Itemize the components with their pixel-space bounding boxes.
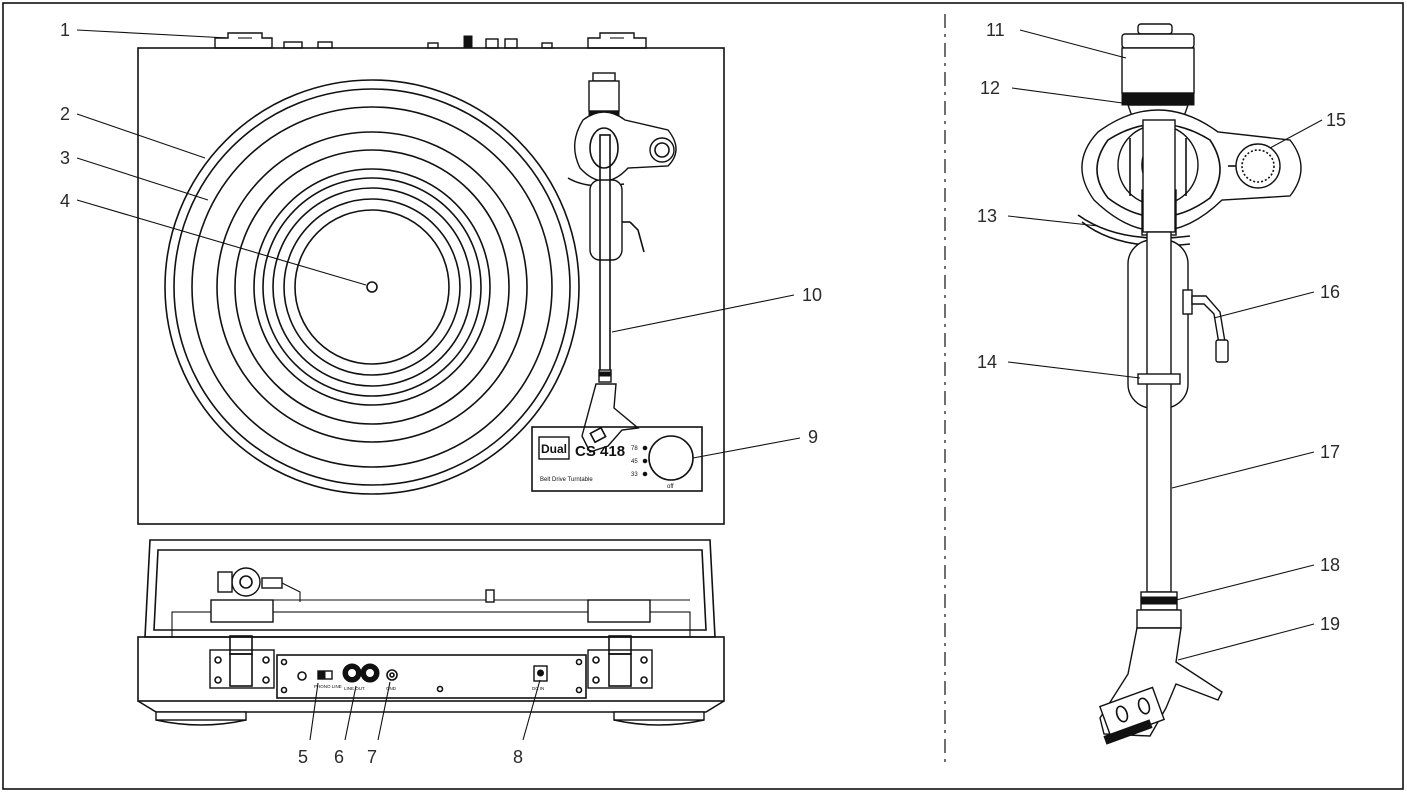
plinth [137, 47, 725, 525]
speed-33-label: 33 [631, 472, 638, 478]
callout-3: 3 [60, 148, 70, 168]
callout-13: 13 [977, 206, 997, 226]
headshell-lock-ring [1140, 596, 1178, 605]
spindle [366, 281, 378, 293]
line-out-label: LINE OUT [344, 686, 365, 691]
tracking-force-dial [1121, 92, 1195, 106]
arm-tube [1146, 231, 1172, 593]
brand-logo: Dual [541, 442, 567, 456]
callout-11: 11 [986, 20, 1005, 40]
foot-left [155, 711, 247, 721]
subtitle-label: Belt Drive Turntable [540, 477, 593, 483]
hinge-right [587, 32, 647, 49]
callout-17: 17 [1320, 442, 1340, 462]
rear-connectors-top [283, 35, 553, 49]
tonearm-rest [1077, 214, 1191, 239]
rear-view: PHONO LINE LINE OUT GND DC IN [137, 539, 725, 726]
hinge-block-right [587, 635, 653, 689]
hinge-left [214, 32, 273, 49]
foot-right [613, 711, 705, 721]
callout-10: 10 [802, 285, 822, 305]
top-view: Dual CS 418 Belt Drive Turntable 78 45 3… [137, 32, 725, 525]
callout-5: 5 [298, 747, 308, 767]
model-label: CS 418 [575, 443, 625, 460]
leader-lines [76, 29, 1323, 741]
callout-14: 14 [977, 352, 997, 372]
callout-numbers: 1 2 3 4 5 6 7 8 9 10 11 12 13 14 15 16 1… [60, 20, 1346, 767]
callout-1: 1 [60, 20, 70, 40]
callout-12: 12 [980, 78, 1000, 98]
callout-16: 16 [1320, 282, 1340, 302]
counterweight-cap [1121, 33, 1195, 49]
gnd-terminal [386, 669, 398, 681]
arm-clip [1137, 373, 1181, 385]
callout-15: 15 [1326, 110, 1346, 130]
cartridge [1103, 719, 1153, 745]
tonearm-top-view [567, 72, 677, 453]
callout-7: 7 [367, 747, 377, 767]
platter-mat [191, 106, 553, 468]
callout-18: 18 [1320, 555, 1340, 575]
off-label: off [667, 484, 674, 490]
tonearm-detail [1077, 23, 1302, 745]
callout-6: 6 [334, 747, 344, 767]
callout-19: 19 [1320, 614, 1340, 634]
rear-panel: PHONO LINE LINE OUT GND DC IN [276, 654, 587, 699]
speed-45-label: 45 [631, 459, 638, 465]
panel-screw [297, 671, 307, 681]
callout-9: 9 [808, 427, 818, 447]
control-panel: Dual CS 418 Belt Drive Turntable 78 45 3… [531, 426, 703, 492]
speed-78-label: 78 [631, 446, 638, 452]
gnd-label: GND [386, 686, 397, 691]
platter [164, 79, 580, 495]
callout-4: 4 [60, 191, 70, 211]
phono-line-label: PHONO LINE [314, 684, 342, 689]
hinge-block-left [209, 635, 275, 689]
base-plinth [137, 636, 725, 702]
counterweight [1121, 47, 1195, 94]
callout-2: 2 [60, 104, 70, 124]
callout-8: 8 [513, 747, 523, 767]
